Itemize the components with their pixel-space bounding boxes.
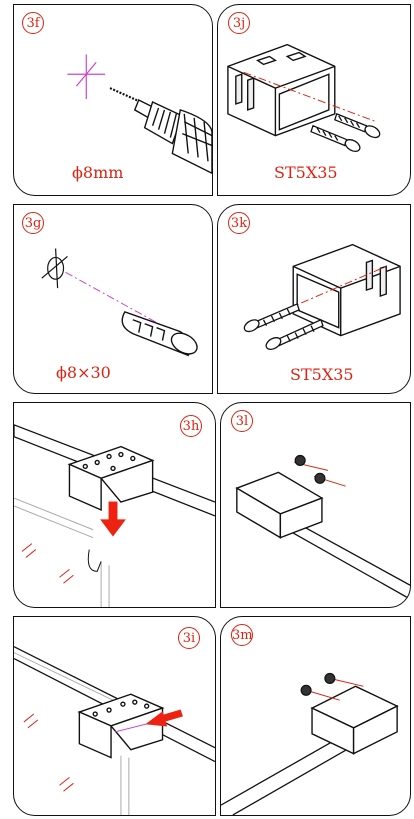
step-3l-panel: 3l [220, 402, 411, 608]
bracket-icon [67, 445, 155, 512]
drill-icon [109, 87, 212, 175]
drill-illustration [67, 54, 212, 175]
screw-size-caption: ST5X35 [290, 365, 354, 384]
step-badge: 3k [228, 212, 250, 234]
wall-plug-icon [121, 311, 198, 357]
bracket-icon [227, 43, 336, 137]
nut-icon [294, 454, 326, 484]
glass-hatch-icon [21, 543, 74, 584]
step-badge: 3l [231, 410, 253, 432]
bracket-screw-illustration-2 [243, 243, 401, 351]
screw-icon [310, 113, 381, 152]
bracket-icon [292, 243, 401, 337]
step-3h-panel: 3h [13, 402, 216, 608]
step-3m-panel: 3m [220, 616, 411, 816]
step-badge: 3f [22, 12, 44, 34]
step-3k-panel: 3k ST5X35 [217, 204, 411, 394]
bracket-icon [77, 693, 165, 759]
nut-icon [300, 672, 336, 696]
drill-size-caption: ϕ8mm [72, 163, 124, 182]
axis-line [65, 271, 181, 337]
axis-line [305, 689, 340, 701]
step-badge: 3h [180, 415, 202, 437]
screw-size-caption: ST5X35 [274, 163, 338, 182]
screw-icon [243, 303, 324, 351]
crosshair-icon [67, 54, 106, 100]
plug-size-caption: ϕ8×30 [56, 363, 111, 382]
step-3i-panel: 3i [13, 616, 216, 816]
end-cap-icon [235, 471, 324, 539]
step-3j-panel: 3j ST5X35 [217, 4, 411, 196]
clamp-rail-illustration [14, 646, 215, 815]
axis-line [329, 677, 364, 687]
step-3f-panel: 3f ϕ8mm [13, 4, 213, 196]
clamp-glass-illustration [14, 424, 215, 607]
arrow-left-icon [145, 709, 183, 727]
arrow-down-icon [100, 501, 126, 537]
glass-hatch-icon [23, 713, 74, 792]
rail-icon [221, 731, 354, 815]
bracket-screw-illustration [227, 43, 381, 152]
step-badge: 3g [22, 212, 44, 234]
wall-plug-illustration [41, 248, 198, 357]
step-badge: 3j [228, 12, 250, 34]
step-3g-panel: 3g ϕ8×30 [13, 204, 213, 394]
end-cap-icon [310, 685, 399, 755]
axis-line [243, 71, 377, 123]
glass-panel-icon [14, 497, 110, 607]
glass-panel-icon [14, 652, 130, 815]
step-badge: 3m [231, 624, 253, 646]
rail-end-illustration-2 [221, 672, 399, 815]
rail-end-illustration [235, 454, 410, 600]
hole-marker-icon [41, 248, 68, 289]
step-badge: 3i [178, 627, 200, 649]
